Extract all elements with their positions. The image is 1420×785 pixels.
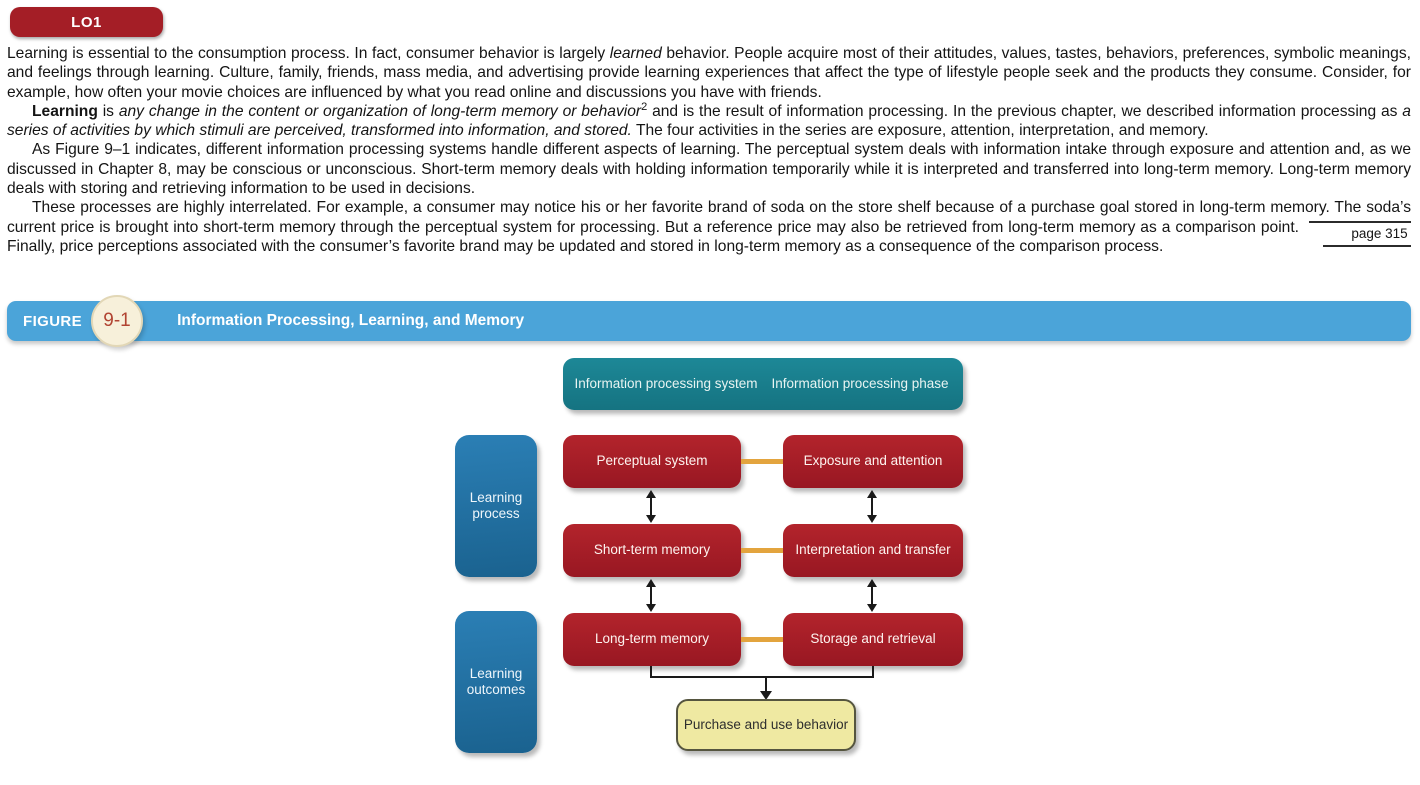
row3-connector [741, 637, 783, 642]
long-term-memory-box: Long-term memory [563, 613, 741, 666]
purchase-use-behavior-box: Purchase and use behavior [676, 699, 856, 751]
double-arrow-icon [645, 490, 657, 523]
footnote-superscript: 2 [641, 100, 648, 113]
interpretation-transfer-box: Interpretation and transfer [783, 524, 963, 577]
header-col-phase: Information processing phase [771, 375, 949, 391]
paragraph-3-text: As Figure 9–1 indicates, different infor… [7, 141, 1411, 198]
double-arrow-icon [645, 579, 657, 612]
connector-line [650, 676, 874, 678]
paragraph-1-text: Learning is essential to the consumption… [7, 45, 610, 62]
row1-connector [741, 459, 783, 464]
learning-outcomes-box: Learning outcomes [455, 611, 537, 753]
paragraph-2-text-3: The four activities in the series are ex… [631, 122, 1209, 140]
learning-objective-badge[interactable]: LO1 [10, 7, 163, 37]
exposure-attention-box: Exposure and attention [783, 435, 963, 488]
paragraph-3: As Figure 9–1 indicates, different infor… [7, 140, 1411, 198]
figure-label: FIGURE [23, 312, 83, 330]
double-arrow-icon [866, 490, 878, 523]
paragraph-1: Learning is essential to the consumption… [7, 44, 1411, 102]
paragraph-2: Learning is any change in the content or… [7, 100, 1411, 141]
learning-process-box: Learning process [455, 435, 537, 577]
figure-header-bar: FIGURE 9-1 Information Processing, Learn… [7, 295, 1411, 347]
paragraph-2-text-2: and is the result of information process… [647, 102, 1403, 120]
connector-line [872, 666, 874, 677]
paragraph-4-text: These processes are highly interrelated.… [7, 199, 1411, 236]
page-break-marker: page 315 [1309, 220, 1411, 247]
row2-connector [741, 548, 783, 553]
header-col-system: Information processing system [574, 375, 758, 391]
figure-number-badge: 9-1 [91, 295, 143, 347]
page-number-label: page 315 [1323, 223, 1411, 247]
article-text: Learning is essential to the consumption… [7, 44, 1411, 256]
paragraph-2-text: is [97, 102, 119, 120]
diagram-header-box: Information processing system Informatio… [563, 358, 963, 410]
storage-retrieval-box: Storage and retrieval [783, 613, 963, 666]
double-arrow-icon [866, 579, 878, 612]
definition-italic-2: a series of activities by which stimuli … [7, 102, 1411, 140]
connector-line [650, 666, 652, 677]
perceptual-system-box: Perceptual system [563, 435, 741, 488]
figure-title: Information Processing, Learning, and Me… [177, 312, 525, 329]
figure-diagram: Information processing system Informatio… [0, 346, 1420, 785]
paragraph-4: These processes are highly interrelated.… [7, 198, 1411, 256]
definition-italic: any change in the content or organizatio… [118, 102, 642, 120]
connector-line [765, 676, 767, 692]
paragraph-4-text-2: a comparison point. Finally, price perce… [7, 218, 1300, 255]
keyterm-learning: Learning [32, 102, 98, 120]
down-arrowhead-icon [760, 691, 772, 700]
paragraph-1-text-2: behavior. People acquire most of their a… [7, 45, 1411, 101]
paragraph-1-italic: learned [609, 45, 662, 62]
short-term-memory-box: Short-term memory [563, 524, 741, 577]
